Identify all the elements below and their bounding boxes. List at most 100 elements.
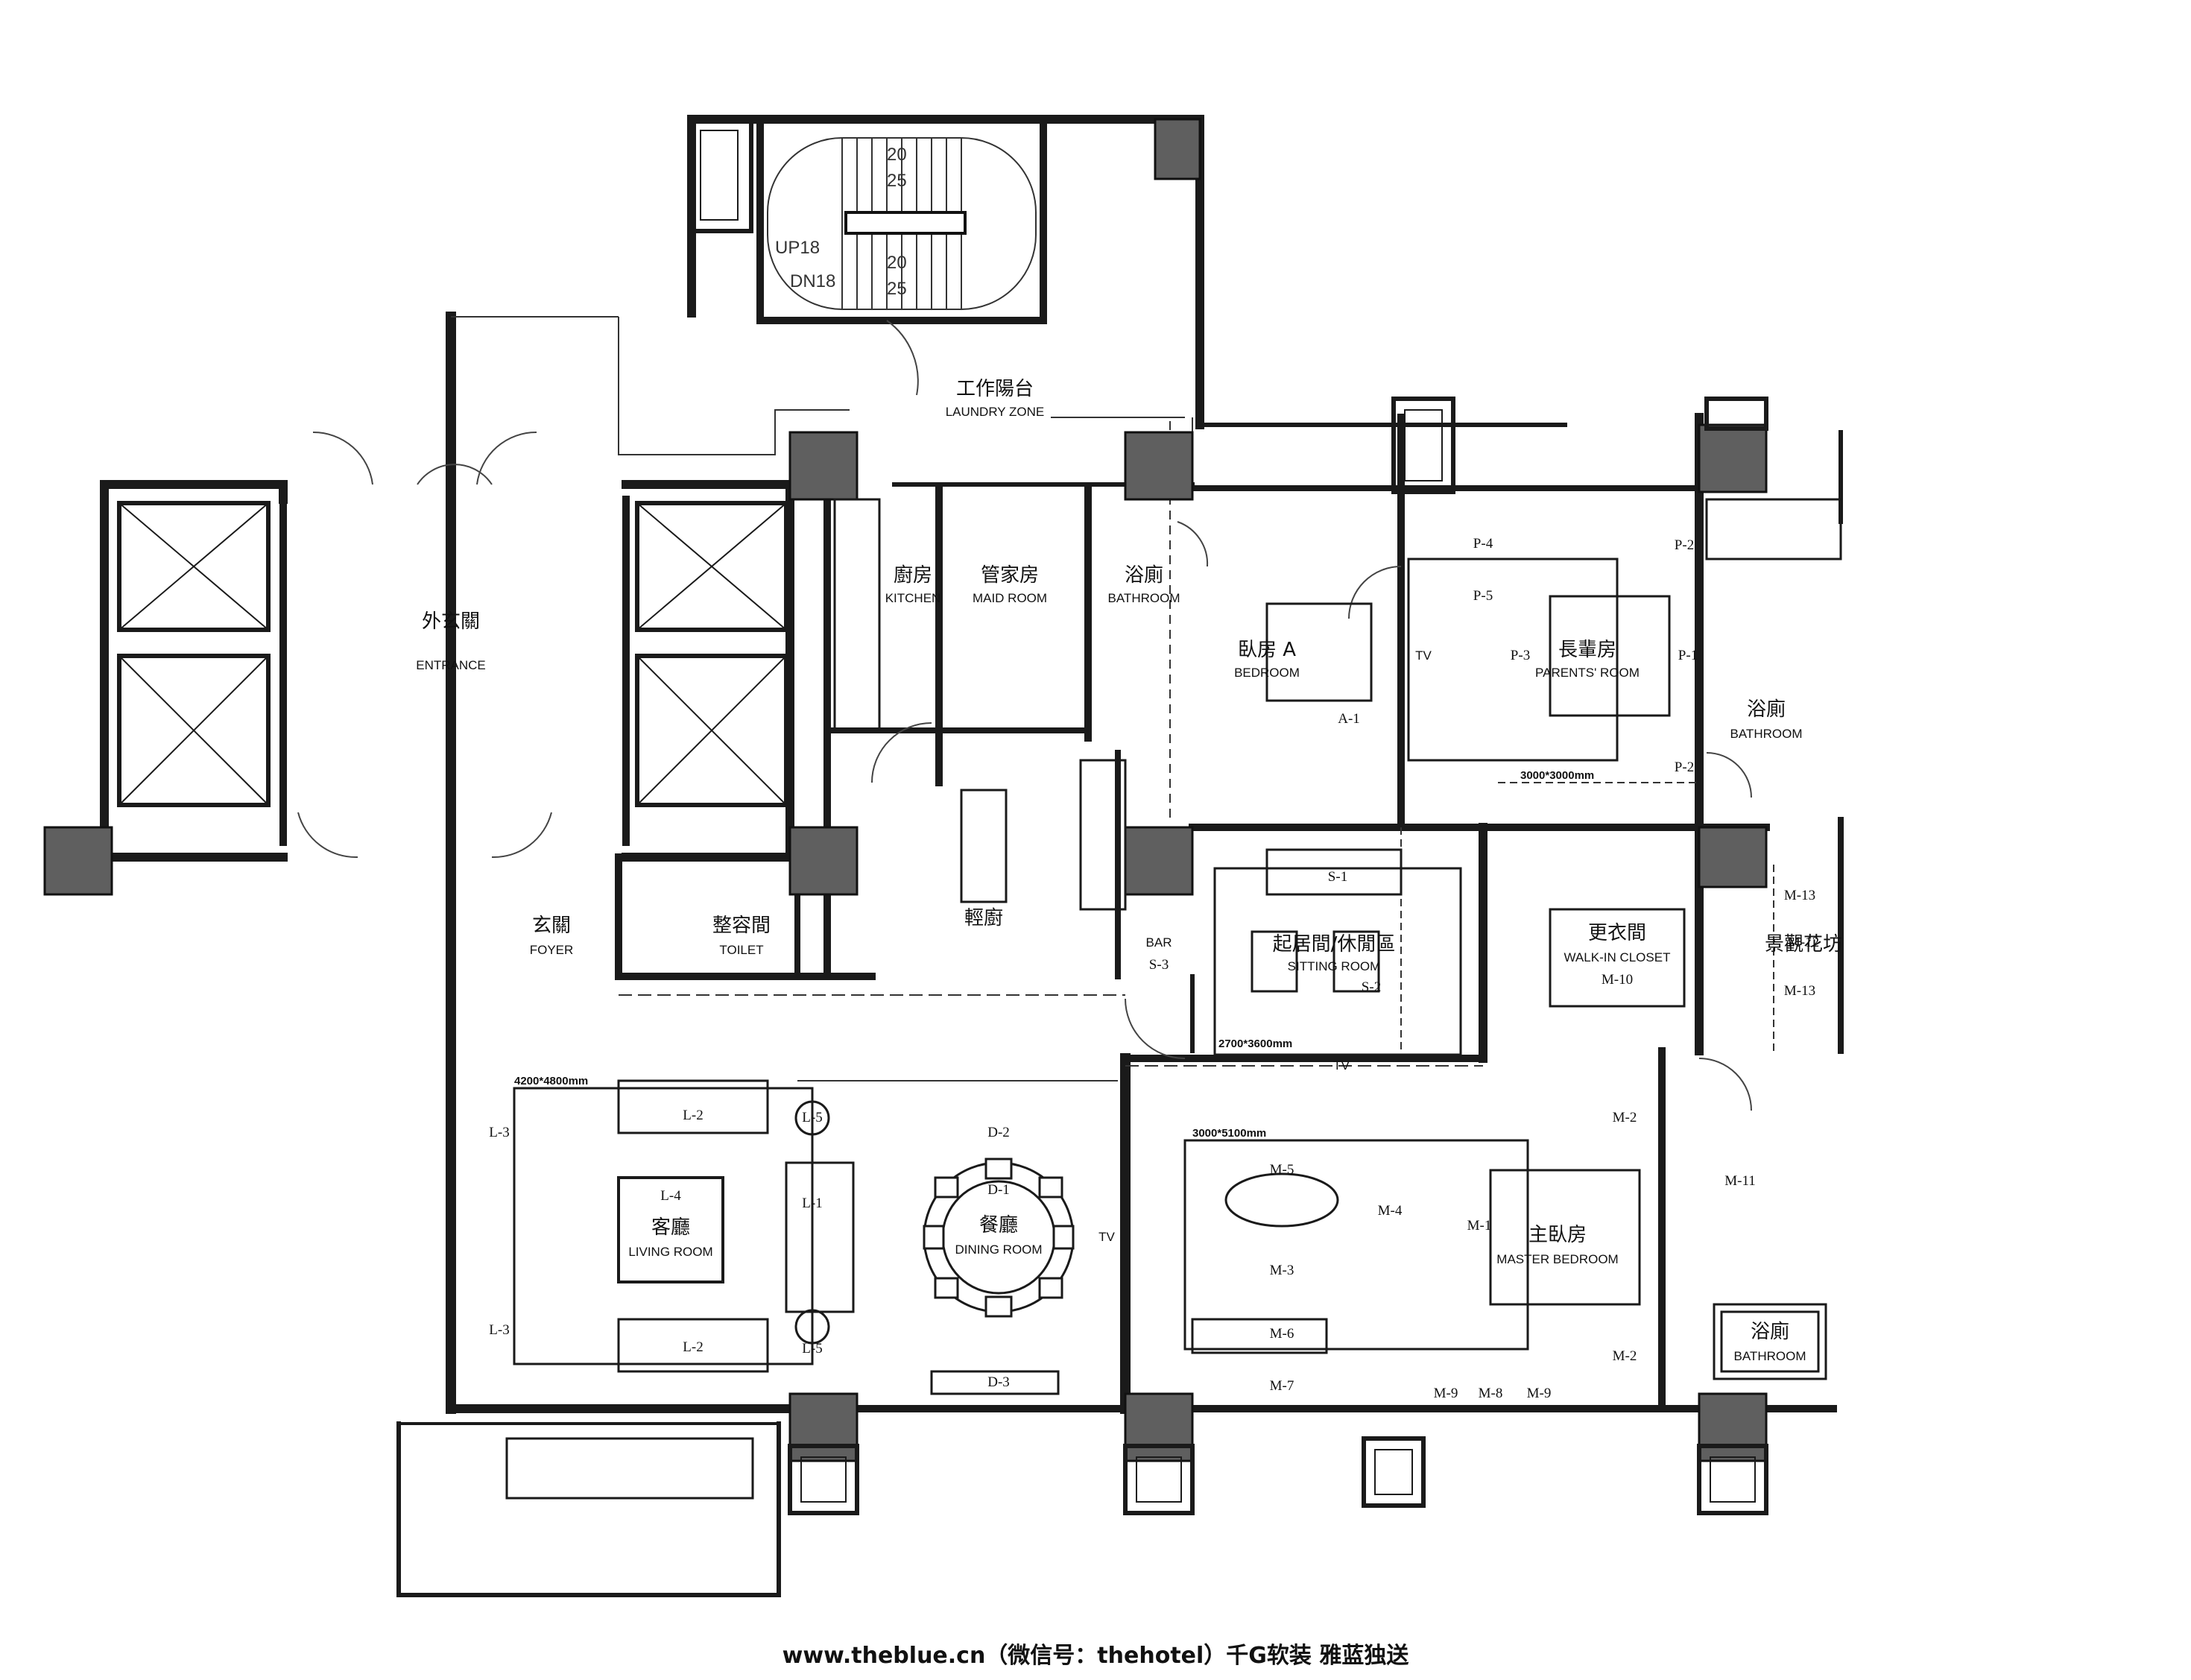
tag-p5: P-5: [1473, 588, 1493, 604]
tag-l3-top: L-3: [489, 1125, 509, 1140]
tag-l4: L-4: [660, 1188, 681, 1204]
dining-chairs: [923, 1158, 1075, 1318]
master-bedroom-cn: 主臥房: [1528, 1224, 1587, 1246]
dim-living: 4200*4800mm: [514, 1075, 588, 1087]
bathroom-parents-en: BATHROOM: [1730, 727, 1803, 741]
furniture-tags: P-4 P-5 P-3 P-1 P-2 P-2 A-1 S-1 S-2 S-3 …: [489, 536, 1819, 1401]
tag-l1: L-1: [802, 1196, 822, 1211]
maid-room-en: MAID ROOM: [973, 591, 1047, 605]
tag-l2-top: L-2: [683, 1108, 703, 1123]
tag-p3: P-3: [1511, 648, 1530, 663]
stair-n1b: 20: [887, 253, 907, 273]
tag-m7: M-7: [1270, 1378, 1294, 1394]
living-room-cn: 客廳: [651, 1216, 690, 1239]
elevators: [117, 501, 788, 807]
tag-m3: M-3: [1270, 1263, 1294, 1278]
tag-s3: S-3: [1149, 957, 1169, 973]
tag-m13-top: M-13: [1784, 888, 1815, 903]
bathroom-master-en: BATHROOM: [1734, 1349, 1806, 1363]
dim-master: 3000*5100mm: [1192, 1127, 1266, 1140]
sitting-room-en: SITTING ROOM: [1288, 959, 1381, 973]
kitchen-en: KITCHEN: [885, 591, 941, 605]
tag-m11: M-11: [1724, 1173, 1756, 1189]
tag-m5: M-5: [1270, 1162, 1294, 1178]
tag-m1: M-1: [1467, 1218, 1492, 1234]
tag-m6: M-6: [1270, 1326, 1294, 1342]
stair-up-label: UP18: [775, 238, 820, 258]
doors: [297, 320, 1752, 1111]
tag-m12: M-12: [1788, 935, 1819, 950]
foyer-cn: 玄關: [532, 915, 571, 937]
tag-l5-top: L-5: [802, 1110, 822, 1125]
tag-l5-bottom: L-5: [802, 1341, 822, 1357]
thin-lines: [451, 316, 1774, 1081]
entrance-cn: 外玄關: [422, 610, 480, 633]
tag-p4: P-4: [1473, 536, 1493, 552]
bedroom-a-cn: 臥房 A: [1238, 639, 1296, 661]
tag-p2-top: P-2: [1675, 537, 1694, 553]
stair-n2b: 25: [887, 279, 907, 299]
sitting-room-cn: 起居間/休閒區: [1273, 933, 1396, 956]
stair-n1: 20: [887, 145, 907, 165]
tag-p1: P-1: [1678, 648, 1698, 663]
walls: [100, 115, 1844, 1597]
walk-in-closet-en: WALK-IN CLOSET: [1564, 950, 1671, 964]
walk-in-closet-cn: 更衣間: [1588, 922, 1646, 944]
foyer-en: FOYER: [530, 943, 574, 957]
stair: [767, 137, 1037, 310]
columns: [43, 118, 1768, 1462]
parents-room-en: PARENTS' ROOM: [1535, 666, 1640, 680]
light-kitchen-cn: 輕廚: [964, 907, 1003, 929]
dining-room-en: DINING ROOM: [955, 1242, 1042, 1257]
tag-m9-right: M-9: [1527, 1386, 1552, 1401]
dim-parents: 3000*3000mm: [1520, 769, 1594, 782]
maid-room-cn: 管家房: [981, 564, 1039, 587]
laundry-cn: 工作陽台: [956, 378, 1034, 400]
tag-m2-bottom: M-2: [1613, 1348, 1637, 1364]
bathroom-staff-en: BATHROOM: [1108, 591, 1180, 605]
bathroom-staff-cn: 浴廁: [1125, 564, 1163, 587]
tag-p2-bottom: P-2: [1675, 760, 1694, 775]
tag-d2: D-2: [987, 1125, 1010, 1140]
landscape-cn: 景觀花坊: [1765, 933, 1842, 956]
bedroom-a-en: BEDROOM: [1234, 666, 1300, 680]
tag-s2: S-2: [1362, 979, 1381, 995]
tag-d1: D-1: [987, 1182, 1010, 1198]
bathroom-master-cn: 浴廁: [1751, 1321, 1789, 1343]
kitchen-cn: 廚房: [894, 564, 932, 587]
exterior-columns: [689, 117, 1768, 1515]
tag-m10: M-10: [1602, 972, 1633, 988]
tag-m9-left: M-9: [1434, 1386, 1458, 1401]
master-bedroom-en: MASTER BEDROOM: [1496, 1252, 1618, 1266]
tag-l2-bottom: L-2: [683, 1339, 703, 1355]
toilet-en: TOILET: [719, 943, 763, 957]
tag-m4: M-4: [1378, 1203, 1403, 1219]
footer-watermark: www.theblue.cn（微信号：thehotel）千G软装 雅蓝独送: [782, 1643, 1409, 1669]
entrance-en: ENTRANCE: [416, 658, 486, 672]
stair-n2: 25: [887, 171, 907, 191]
tag-a1: A-1: [1338, 711, 1360, 727]
stair-labels: UP18 DN18 20 25 20 25: [775, 145, 907, 299]
bar-label: BAR: [1146, 935, 1172, 950]
tag-l3-bottom: L-3: [489, 1322, 509, 1338]
tv-label-dining: TV: [1098, 1230, 1115, 1244]
toilet-cn: 整容間: [712, 915, 771, 937]
parents-room-cn: 長輩房: [1558, 639, 1616, 661]
tag-s1: S-1: [1328, 869, 1347, 885]
stair-dn-label: DN18: [790, 271, 835, 291]
dining-room-cn: 餐廳: [979, 1214, 1018, 1237]
tv-label-sitting: TV: [1333, 1058, 1350, 1073]
bathroom-parents-cn: 浴廁: [1747, 698, 1786, 721]
room-labels: 外玄關 ENTRANCE 玄關 FOYER 整容間 TOILET 廚房 KITC…: [416, 378, 1842, 1363]
tag-m2-top: M-2: [1613, 1110, 1637, 1125]
dim-sitting: 2700*3600mm: [1218, 1038, 1292, 1050]
living-room-en: LIVING ROOM: [628, 1245, 712, 1259]
dimension-labels: 3000*3000mm 2700*3600mm 4200*4800mm 3000…: [514, 769, 1594, 1140]
tag-m13-bottom: M-13: [1784, 983, 1815, 999]
furniture: [505, 498, 1842, 1500]
tag-d3: D-3: [987, 1374, 1010, 1390]
laundry-en: LAUNDRY ZONE: [946, 405, 1045, 419]
tv-label-parents: TV: [1415, 648, 1432, 663]
tag-m8: M-8: [1479, 1386, 1503, 1401]
